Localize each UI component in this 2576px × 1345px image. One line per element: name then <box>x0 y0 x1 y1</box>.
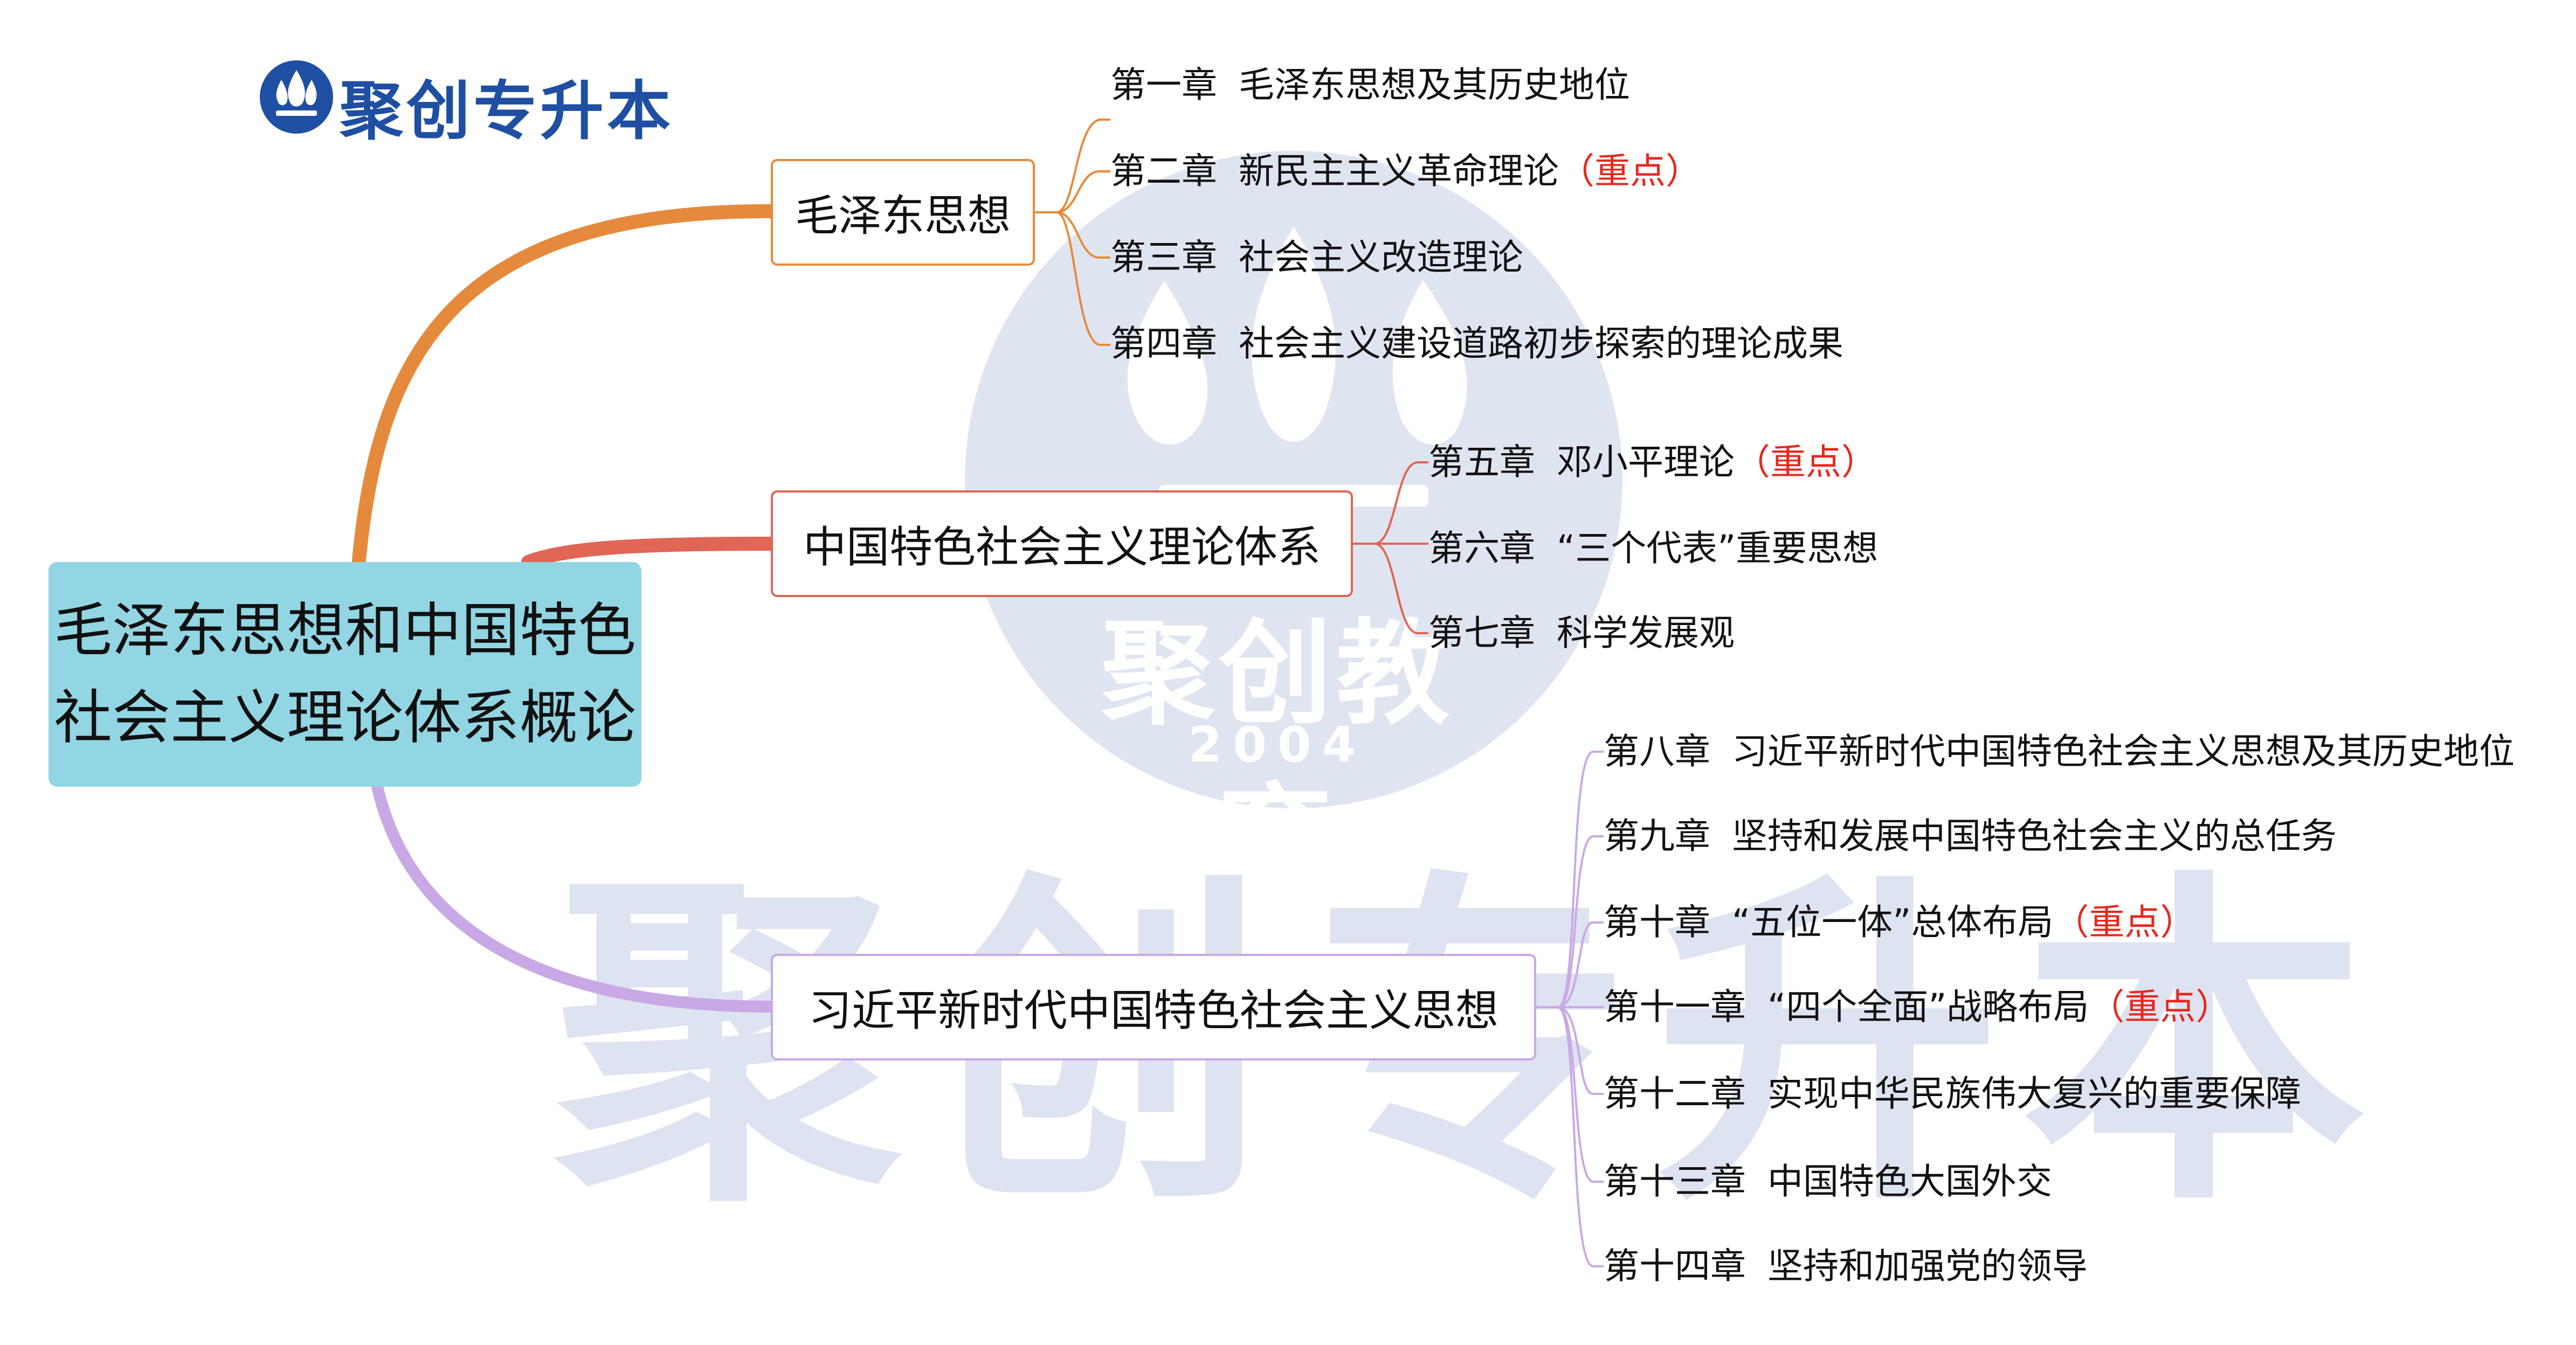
branch-xi-jinping-thought[interactable]: 习近平新时代中国特色社会主义思想 <box>771 954 1536 1060</box>
branch-mao-zedong-thought[interactable]: 毛泽东思想 <box>771 159 1035 266</box>
connector-branch-1 <box>351 204 778 573</box>
chapter-number: 第十二章 <box>1604 1073 1746 1114</box>
leaf-line-1-1 <box>1035 119 1110 213</box>
chapter-number: 第八章 <box>1604 731 1710 772</box>
chapter-item[interactable]: 第十三章中国特色大国外交 <box>1604 1160 2052 1203</box>
chapter-number: 第四章 <box>1110 323 1217 364</box>
chapter-number: 第五章 <box>1428 441 1535 483</box>
chapter-item[interactable]: 第五章邓小平理论（重点） <box>1428 441 1877 484</box>
chapter-item[interactable]: 第四章社会主义建设道路初步探索的理论成果 <box>1110 322 1843 365</box>
chapter-number: 第十四章 <box>1604 1245 1746 1287</box>
chapter-item[interactable]: 第十章 “五位一体”总体布局（重点） <box>1604 901 2195 944</box>
watermark-drop-right <box>1392 280 1467 445</box>
chapter-title: “三个代表”重要思想 <box>1557 528 1879 569</box>
chapter-title: 中国特色大国外交 <box>1767 1161 2052 1202</box>
chapter-number: 第一章 <box>1110 64 1217 106</box>
root-topic-line-2: 社会主义理论体系概论 <box>53 684 636 752</box>
chapter-number: 第十章 <box>1604 902 1710 943</box>
chapter-item[interactable]: 第二章新民主主义革命理论（重点） <box>1110 150 1701 193</box>
chapter-title: 科学发展观 <box>1557 612 1735 654</box>
branch-socialism-theory-system[interactable]: 中国特色社会主义理论体系 <box>771 490 1353 597</box>
leaf-line-1-2 <box>1056 170 1110 213</box>
leaf-line-1-4 <box>1056 211 1110 346</box>
chapter-item[interactable]: 第十二章实现中华民族伟大复兴的重要保障 <box>1604 1072 2301 1115</box>
leaf-line-3-1 <box>1536 751 1604 1008</box>
key-point-tag: （重点） <box>1735 441 1877 483</box>
key-point-tag: （重点） <box>2089 986 2232 1028</box>
chapter-number: 第十三章 <box>1604 1161 1746 1202</box>
watermark-circle <box>965 151 1622 808</box>
chapter-item[interactable]: 第八章习近平新时代中国特色社会主义思想及其历史地位 <box>1604 730 2515 773</box>
watermark-drop-left <box>1127 280 1208 445</box>
chapter-number: 第六章 <box>1428 528 1535 569</box>
chapter-title: 新民主主义革命理论 <box>1239 150 1559 192</box>
branch-label: 中国特色社会主义理论体系 <box>803 522 1321 572</box>
chapter-item[interactable]: 第六章 “三个代表”重要思想 <box>1428 527 1878 570</box>
key-point-tag: （重点） <box>1559 150 1701 192</box>
leaf-line-3-7 <box>1557 1006 1604 1267</box>
key-point-tag: （重点） <box>2053 902 2196 943</box>
chapter-number: 第十一章 <box>1604 986 1746 1028</box>
watermark-name: 聚创教育 <box>1101 608 1454 904</box>
chapter-item[interactable]: 第九章坚持和发展中国特色社会主义的总任务 <box>1604 815 2337 858</box>
leaf-line-2-1 <box>1353 461 1428 545</box>
chapter-item[interactable]: 第三章社会主义改造理论 <box>1110 236 1523 279</box>
logo-text: 聚创专升本 <box>340 74 674 148</box>
branch-label: 毛泽东思想 <box>795 191 1011 241</box>
branch-label: 习近平新时代中国特色社会主义思想 <box>809 986 1498 1036</box>
chapter-item[interactable]: 第十四章坚持和加强党的领导 <box>1604 1245 2088 1288</box>
chapter-title: 习近平新时代中国特色社会主义思想及其历史地位 <box>1732 731 2515 772</box>
leaf-line-2-3 <box>1374 543 1428 634</box>
leaf-line-3-5 <box>1557 1006 1604 1095</box>
leaf-line-3-2 <box>1557 835 1604 1008</box>
chapter-number: 第三章 <box>1110 237 1217 278</box>
connector-branch-2 <box>521 537 778 569</box>
chapter-number: 第九章 <box>1604 815 1710 857</box>
chapter-title: 坚持和加强党的领导 <box>1767 1245 2088 1287</box>
leaf-line-3-3 <box>1557 921 1604 1008</box>
leaf-line-3-6 <box>1557 1006 1604 1183</box>
chapter-title: 社会主义建设道路初步探索的理论成果 <box>1239 323 1843 364</box>
logo-icon <box>260 60 333 134</box>
chapter-title: 社会主义改造理论 <box>1239 237 1523 278</box>
root-topic-line-1: 毛泽东思想和中国特色 <box>53 597 636 664</box>
chapter-item[interactable]: 第十一章 “四个全面”战略布局（重点） <box>1604 986 2231 1029</box>
chapter-title: “五位一体”总体布局 <box>1732 902 2054 943</box>
chapter-title: “四个全面”战略布局 <box>1767 986 2089 1028</box>
watermark-drop-center <box>1252 226 1336 442</box>
root-topic[interactable]: 毛泽东思想和中国特色 社会主义理论体系概论 <box>49 562 641 787</box>
connector-branch-3 <box>371 781 777 1013</box>
chapter-number: 第二章 <box>1110 150 1217 192</box>
chapter-title: 毛泽东思想及其历史地位 <box>1239 64 1630 106</box>
chapter-title: 邓小平理论 <box>1557 441 1735 483</box>
chapter-number: 第七章 <box>1428 612 1535 654</box>
chapter-item[interactable]: 第七章科学发展观 <box>1428 612 1735 655</box>
watermark-year: 2004 <box>1188 717 1367 773</box>
chapter-title: 坚持和发展中国特色社会主义的总任务 <box>1732 815 2337 857</box>
chapter-item[interactable]: 第一章毛泽东思想及其历史地位 <box>1110 64 1630 107</box>
chapter-title: 实现中华民族伟大复兴的重要保障 <box>1767 1073 2301 1114</box>
leaf-line-1-3 <box>1056 211 1110 259</box>
